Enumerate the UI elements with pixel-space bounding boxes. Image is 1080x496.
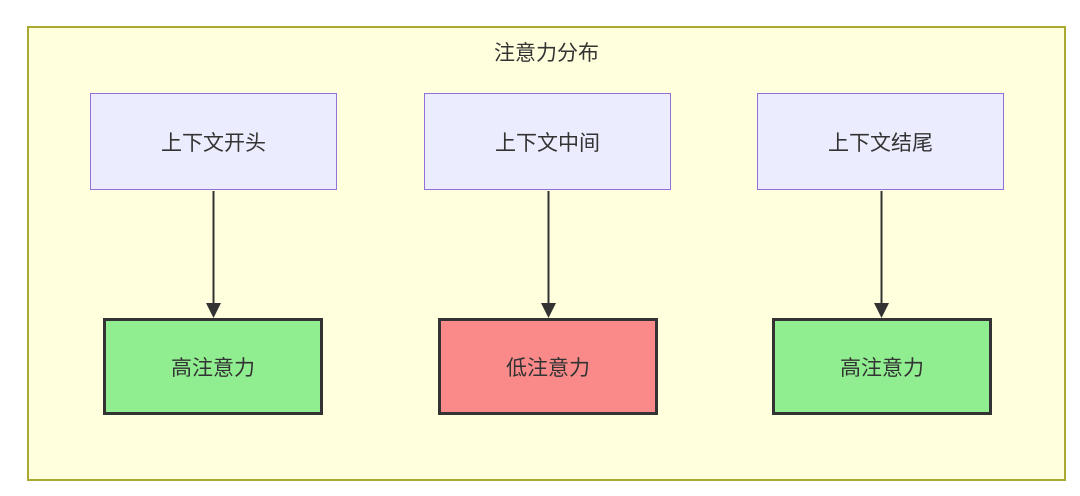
- node-context-end: 上下文结尾: [757, 93, 1004, 190]
- node-high-attention-right: 高注意力: [772, 318, 992, 415]
- diagram-title: 注意力分布: [494, 42, 599, 65]
- node-low-attention-middle: 低注意力: [438, 318, 658, 415]
- node-context-beginning: 上下文开头: [90, 93, 337, 190]
- node-context-middle: 上下文中间: [424, 93, 671, 190]
- node-high-attention-left: 高注意力: [103, 318, 323, 415]
